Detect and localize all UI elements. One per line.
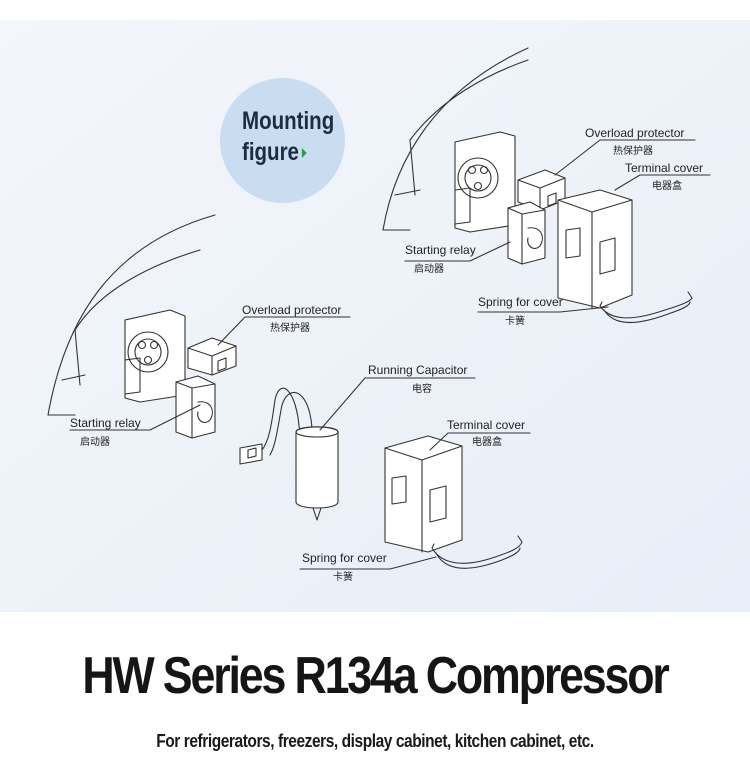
upper-relay-label: Starting relay bbox=[405, 243, 476, 257]
upper-spring-label: Spring for cover bbox=[478, 295, 563, 309]
upper-overload-cn-label: 热保护器 bbox=[613, 146, 653, 157]
lower-capacitor-cn-label: 电容 bbox=[412, 384, 432, 395]
diagram-illustration bbox=[0, 20, 750, 612]
page-title: HW Series R134a Compressor bbox=[82, 647, 670, 705]
green-arrow-icon bbox=[302, 148, 308, 159]
page-subtitle: For refrigerators, freezers, display cab… bbox=[156, 731, 594, 751]
mounting-figure-badge: Mounting figure bbox=[220, 78, 345, 203]
badge-line-2-text: figure bbox=[242, 138, 299, 166]
upper-terminal-label: Terminal cover bbox=[625, 161, 704, 175]
upper-spring-cn-label: 卡簧 bbox=[505, 316, 525, 327]
upper-terminal-cn-label: 电器盒 bbox=[652, 181, 682, 192]
lower-relay-cn-label: 启动器 bbox=[80, 437, 110, 448]
mounting-figure-text: Mounting figure bbox=[242, 106, 334, 168]
badge-line-2: figure bbox=[242, 137, 334, 168]
mounting-diagram-panel: Mounting figure Overload protector 热保护器 … bbox=[0, 20, 750, 612]
lower-terminal-cn-label: 电器盒 bbox=[472, 437, 502, 448]
lower-spring-label: Spring for cover bbox=[302, 551, 387, 565]
lower-overload-cn-label: 热保护器 bbox=[270, 323, 310, 334]
lower-relay-label: Starting relay bbox=[70, 416, 141, 430]
upper-relay-cn-label: 启动器 bbox=[414, 264, 444, 275]
lower-terminal-label: Terminal cover bbox=[447, 418, 526, 432]
lower-spring-cn-label: 卡簧 bbox=[333, 572, 353, 583]
badge-line-1: Mounting bbox=[242, 107, 335, 135]
lower-capacitor-label: Running Capacitor bbox=[368, 363, 468, 377]
lower-overload-label: Overload protector bbox=[242, 303, 342, 317]
upper-overload-label: Overload protector bbox=[585, 126, 685, 140]
